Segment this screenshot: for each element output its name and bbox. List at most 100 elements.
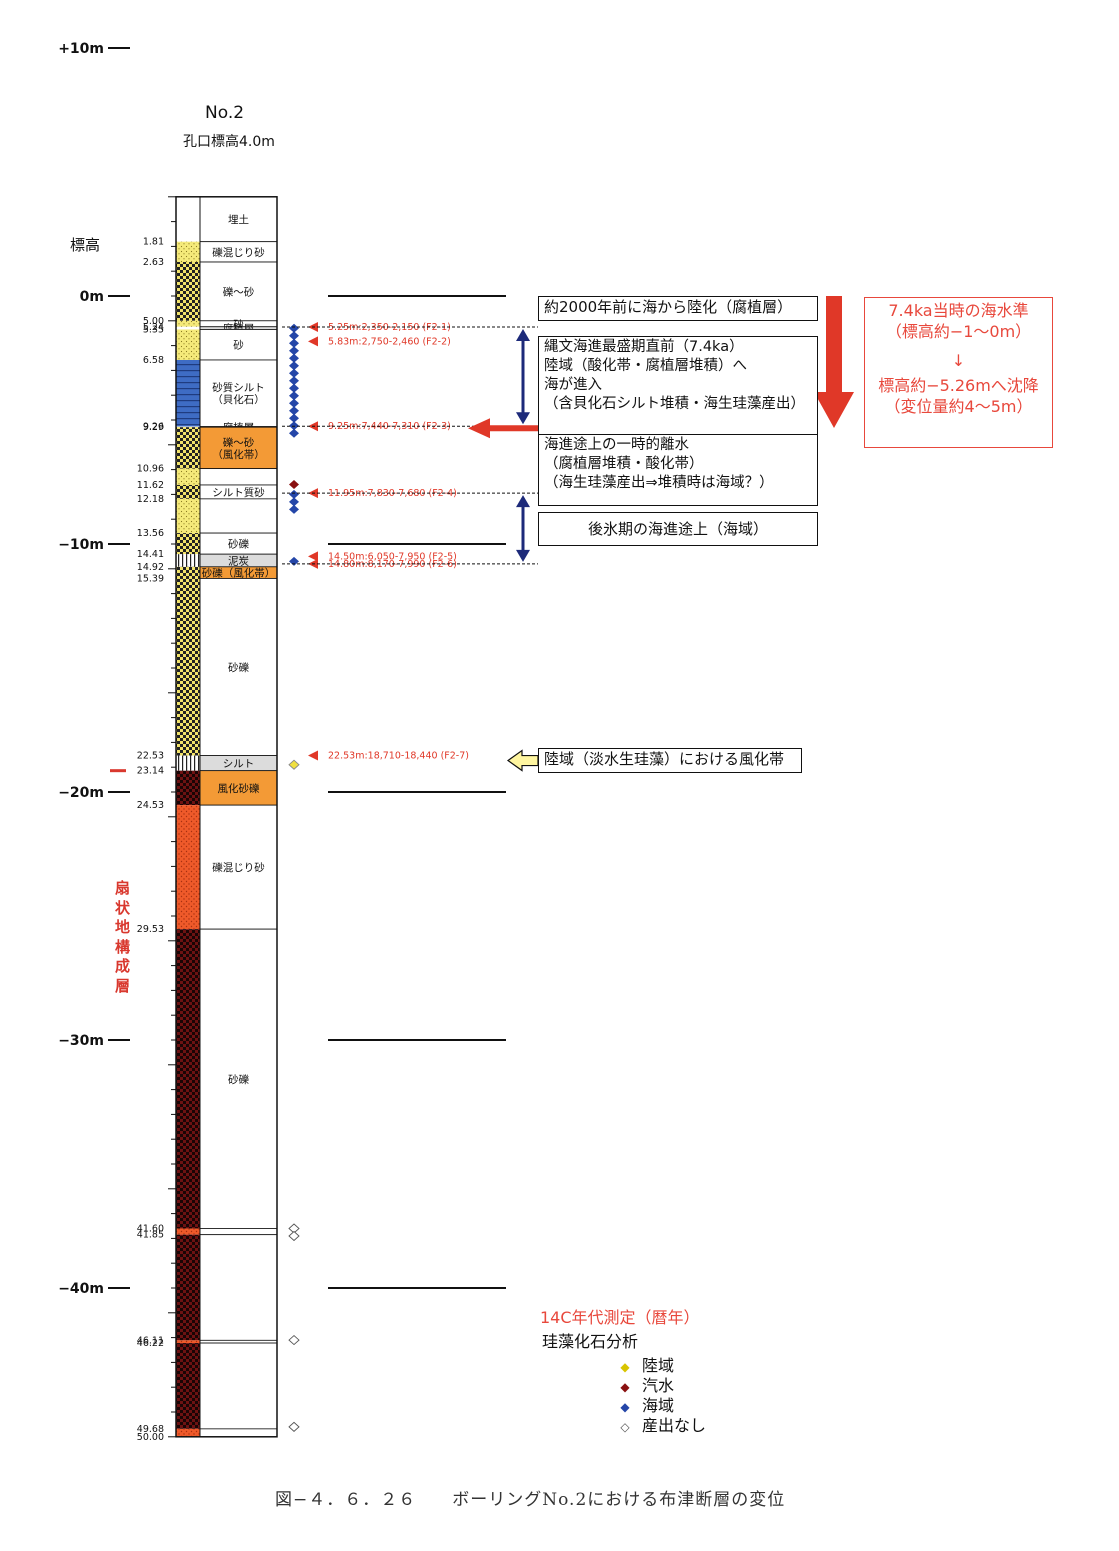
- layer-description-cell: [199, 468, 278, 486]
- radiocarbon-dates: 5.25m:2,350-2,150 (F2-1)5.83m:2,750-2,46…: [308, 322, 469, 762]
- sea-level-line1: 7.4ka当時の海水準: [888, 301, 1029, 320]
- layer-pattern: [176, 484, 200, 499]
- layer-pattern: [176, 468, 200, 485]
- depth-label: 14.41: [137, 549, 164, 560]
- diatom-none-icon: [288, 1421, 300, 1432]
- axis-tick-label: −10m: [58, 537, 104, 553]
- depth-label: 12.18: [137, 494, 164, 505]
- layer-pattern: [176, 196, 200, 242]
- layer-pattern: [176, 805, 200, 930]
- layer-name: 礫〜砂: [223, 436, 255, 449]
- axis-tick-label: +10m: [58, 41, 104, 57]
- layer-description-cell: [199, 770, 278, 806]
- depth-label: 11.62: [137, 480, 164, 491]
- date-marker-arrow: [308, 336, 318, 347]
- note-temporary-emergence: 海進途上の一時的離水 （腐植層堆積・酸化帯） （海生珪藻産出⇒堆積時は海域？）: [538, 434, 818, 506]
- diatom-marine-icon: [289, 391, 299, 401]
- diatom-marine-icon: [289, 361, 299, 371]
- axis-tick-label: −30m: [58, 1033, 104, 1049]
- depth-label: 5.35: [143, 324, 164, 335]
- diatom-symbols: [288, 323, 300, 1432]
- layer-description-cell: [199, 1228, 278, 1236]
- weathering-pointer-arrow: [506, 749, 539, 772]
- legend-item-marine: ◆ 海域: [614, 1392, 674, 1416]
- diatom-marine-icon: [289, 497, 299, 507]
- diatom-marine-icon: [289, 428, 299, 438]
- layer-name: （風化帯）: [212, 448, 265, 461]
- depth-label: 1.81: [143, 237, 164, 248]
- diatom-marine-icon: [289, 323, 299, 333]
- layer-description-cell: [199, 1339, 278, 1344]
- layer-pattern: [176, 426, 200, 428]
- layer-pattern: [176, 1234, 200, 1341]
- legend-item-land: ◆ 陸域: [614, 1352, 674, 1376]
- diatom-marine-icon: [289, 489, 299, 499]
- layer-pattern: [176, 566, 200, 579]
- diatom-marine-icon: [289, 376, 299, 386]
- note-weathering-zone: 陸域（淡水生珪藻）における風化帯: [538, 748, 802, 773]
- layer-pattern: [176, 326, 200, 330]
- layer-pattern: [176, 1228, 200, 1235]
- layer-pattern: [176, 329, 200, 360]
- note-transgression-max: 縄文海進最盛期直前（7.4ka） 陸域（酸化帯・腐植層堆積）へ 海が進入 （含貝…: [538, 336, 818, 435]
- diatom-marine-icon: [289, 338, 299, 348]
- legend-label: 汽水: [642, 1376, 675, 1395]
- layer-description-cell: [199, 1234, 278, 1341]
- layer-name: 礫混じり砂: [212, 861, 265, 874]
- depth-label: 46.22: [137, 1338, 164, 1349]
- diatom-none-icon: [288, 1230, 300, 1242]
- depth-label: 9.29: [143, 422, 164, 433]
- diamond-marine-icon: ◆: [620, 1400, 630, 1414]
- layer-pattern: [176, 929, 200, 1229]
- layer-pattern: [176, 1343, 200, 1429]
- diatom-marine-icon: [289, 331, 299, 341]
- layer-name: 埋土: [228, 213, 249, 226]
- layer-pattern: [176, 320, 200, 327]
- diatom-marine-icon: [289, 504, 299, 514]
- diatom-marine-icon: [289, 413, 299, 423]
- legend-label: 陸域: [642, 1356, 675, 1375]
- depth-label: 10.96: [137, 464, 164, 475]
- legend-item-brackish: ◆ 汽水: [614, 1372, 674, 1396]
- depth-label: 5.00: [143, 316, 164, 327]
- depth-label: 41.85: [137, 1230, 164, 1241]
- layer-name: 礫混じり砂: [212, 246, 265, 259]
- layer-name: 砂質シルト: [212, 381, 265, 394]
- diamond-land-icon: ◆: [620, 1360, 630, 1374]
- depth-label: 41.60: [137, 1223, 164, 1234]
- depth-label: 14.92: [137, 562, 164, 573]
- layer-name: 砂礫: [228, 1073, 249, 1086]
- axis-tick-label: 0m: [80, 289, 104, 305]
- depth-label: 50.00: [137, 1432, 164, 1443]
- note-postglacial-transgression: 後氷期の海進途上（海域）: [538, 512, 818, 546]
- layer-name: 泥炭: [228, 554, 249, 567]
- sea-level-box: 7.4ka当時の海水準 （標高約−1〜0m） ↓ 標高約−5.26mへ沈降 （変…: [864, 297, 1053, 448]
- depth-label: 49.68: [137, 1424, 164, 1435]
- axis-tick-label: −40m: [58, 1281, 104, 1297]
- depth-label: 15.39: [137, 573, 164, 584]
- boring-number: No.2: [205, 103, 245, 123]
- diatom-marine-icon: [289, 353, 299, 363]
- layer-name: 砂礫: [228, 538, 249, 551]
- layer-name: 風化砂礫: [218, 782, 260, 795]
- depth-label: 13.56: [137, 528, 164, 539]
- layer-pattern: [176, 755, 200, 771]
- note-land-emergence: 約2000年前に海から陸化（腐植層）: [538, 296, 818, 321]
- depth-label: 2.63: [143, 257, 164, 268]
- layer-description-cell: [199, 1428, 278, 1438]
- layer-description-cell: [199, 578, 278, 756]
- legend-label: 海域: [642, 1396, 675, 1415]
- diamond-brackish-icon: ◆: [620, 1380, 630, 1394]
- diamond-empty-icon: ◇: [620, 1420, 630, 1434]
- layer-pattern: [176, 427, 200, 469]
- layer-description-cell: [199, 329, 278, 361]
- depth-label: 6.58: [143, 355, 164, 366]
- diatom-marine-icon: [289, 556, 299, 566]
- legend-subtitle: 珪藻化石分析: [542, 1332, 639, 1351]
- layer-name: 砂礫: [228, 661, 249, 674]
- legend-item-none: ◇産出なし: [614, 1412, 706, 1436]
- diatom-marine-icon: [289, 368, 299, 378]
- depth-label: 29.53: [137, 924, 164, 935]
